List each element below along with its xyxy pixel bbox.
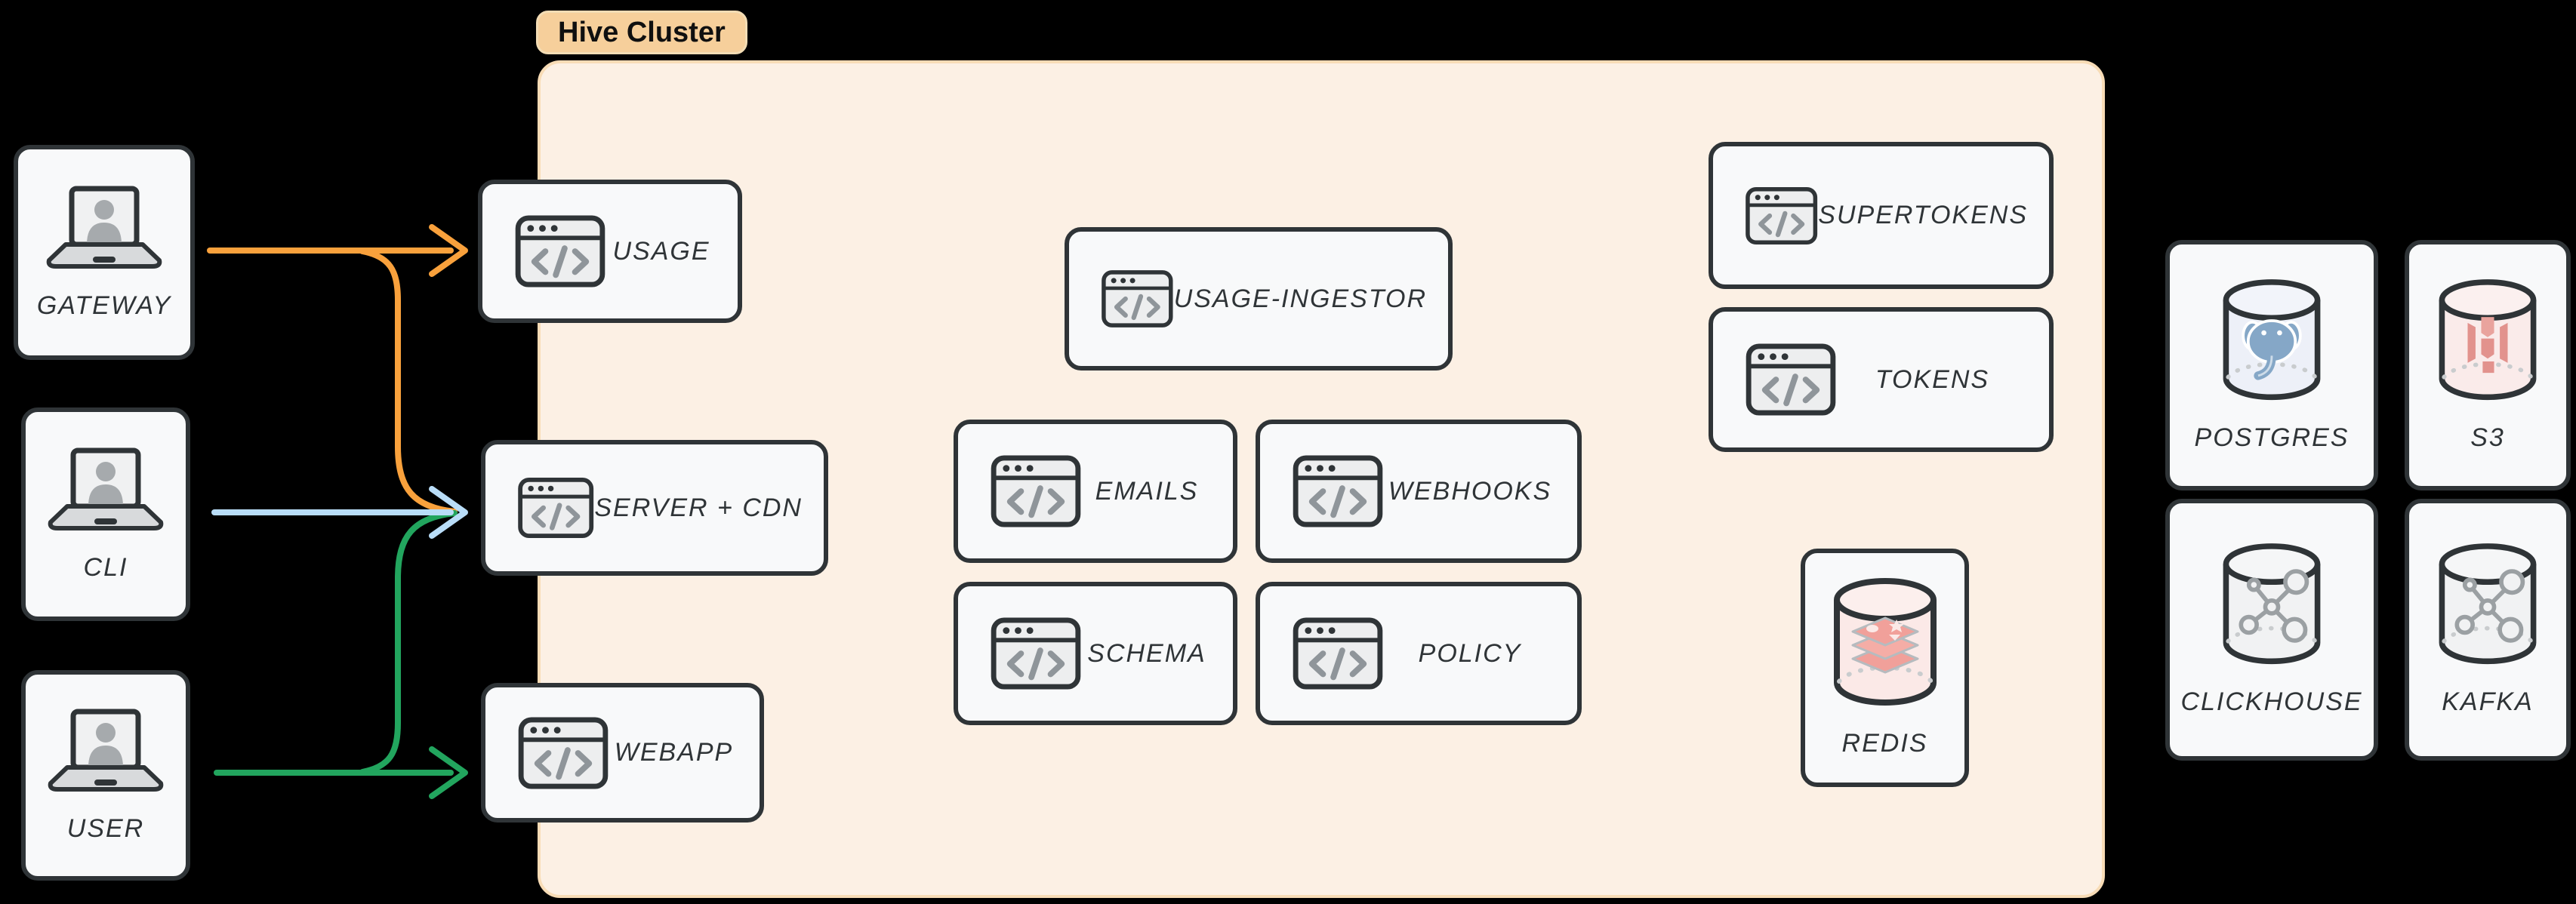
database-postgres-icon [2218,278,2325,404]
node-webhooks: WEBHOOKS [1256,420,1582,563]
node-cli: CLI [21,407,190,621]
node-gateway: GATEWAY [14,145,195,360]
laptop-user-icon [42,708,170,795]
node-clickhouse: CLICKHOUSE [2165,499,2378,761]
node-label: GATEWAY [36,291,172,320]
node-label: TOKENS [1875,364,1990,394]
node-label: POLICY [1418,638,1522,668]
code-window-icon [1101,262,1174,336]
node-usage-ingestor: USAGE-INGESTOR [1065,227,1453,371]
node-kafka: KAFKA [2405,499,2571,761]
edge-gateway-servercdn [359,248,458,515]
code-window-icon [517,471,594,545]
code-window-icon [1292,617,1384,690]
node-emails: EMAILS [954,420,1237,563]
node-label: CLI [83,552,128,582]
code-window-icon [1292,454,1384,528]
edge-cli-servercdn-arrowhead [429,486,468,539]
node-label: WEBHOOKS [1388,476,1552,506]
code-window-icon [517,716,609,790]
edge-gateway-usage-arrowhead [429,224,468,277]
node-label: S3 [2470,423,2505,452]
code-window-icon [1745,343,1837,417]
code-window-icon [990,617,1082,690]
node-label: REDIS [1841,729,1928,758]
laptop-user-icon [40,185,168,272]
node-server-cdn: SERVER + CDN [481,440,828,576]
node-s3: S3 [2405,240,2571,490]
node-label: SCHEMA [1087,638,1206,668]
node-label: SUPERTOKENS [1818,201,2028,229]
database-molecule-icon [2434,543,2541,668]
node-label: POSTGRES [2194,423,2350,452]
node-label: KAFKA [2442,687,2534,716]
edge-user-webapp-arrowhead [429,746,468,799]
node-label: EMAILS [1095,476,1199,506]
node-tokens: TOKENS [1709,307,2054,452]
node-policy: POLICY [1256,582,1582,725]
code-window-icon [990,454,1082,528]
node-usage: USAGE [478,180,742,323]
edge-user-servercdn [359,510,458,775]
node-postgres: POSTGRES [2165,240,2378,490]
node-label: USER [66,813,145,843]
database-s3-icon [2434,278,2541,404]
node-schema: SCHEMA [954,582,1237,725]
node-user: USER [21,670,190,881]
code-window-icon [1745,179,1818,253]
code-window-icon [514,214,606,288]
node-label: WEBAPP [614,738,734,767]
node-label: CLICKHOUSE [2180,687,2363,716]
laptop-user-icon [42,447,170,533]
node-redis: REDIS [1801,549,1969,787]
node-label: USAGE-INGESTOR [1173,284,1427,313]
hive-cluster-badge: Hive Cluster [536,11,747,54]
node-webapp: WEBAPP [481,683,764,823]
database-redis-icon [1829,577,1942,709]
node-supertokens: SUPERTOKENS [1709,142,2054,289]
node-label: SERVER + CDN [594,493,803,522]
node-label: USAGE [612,236,710,266]
database-molecule-icon [2218,543,2325,668]
